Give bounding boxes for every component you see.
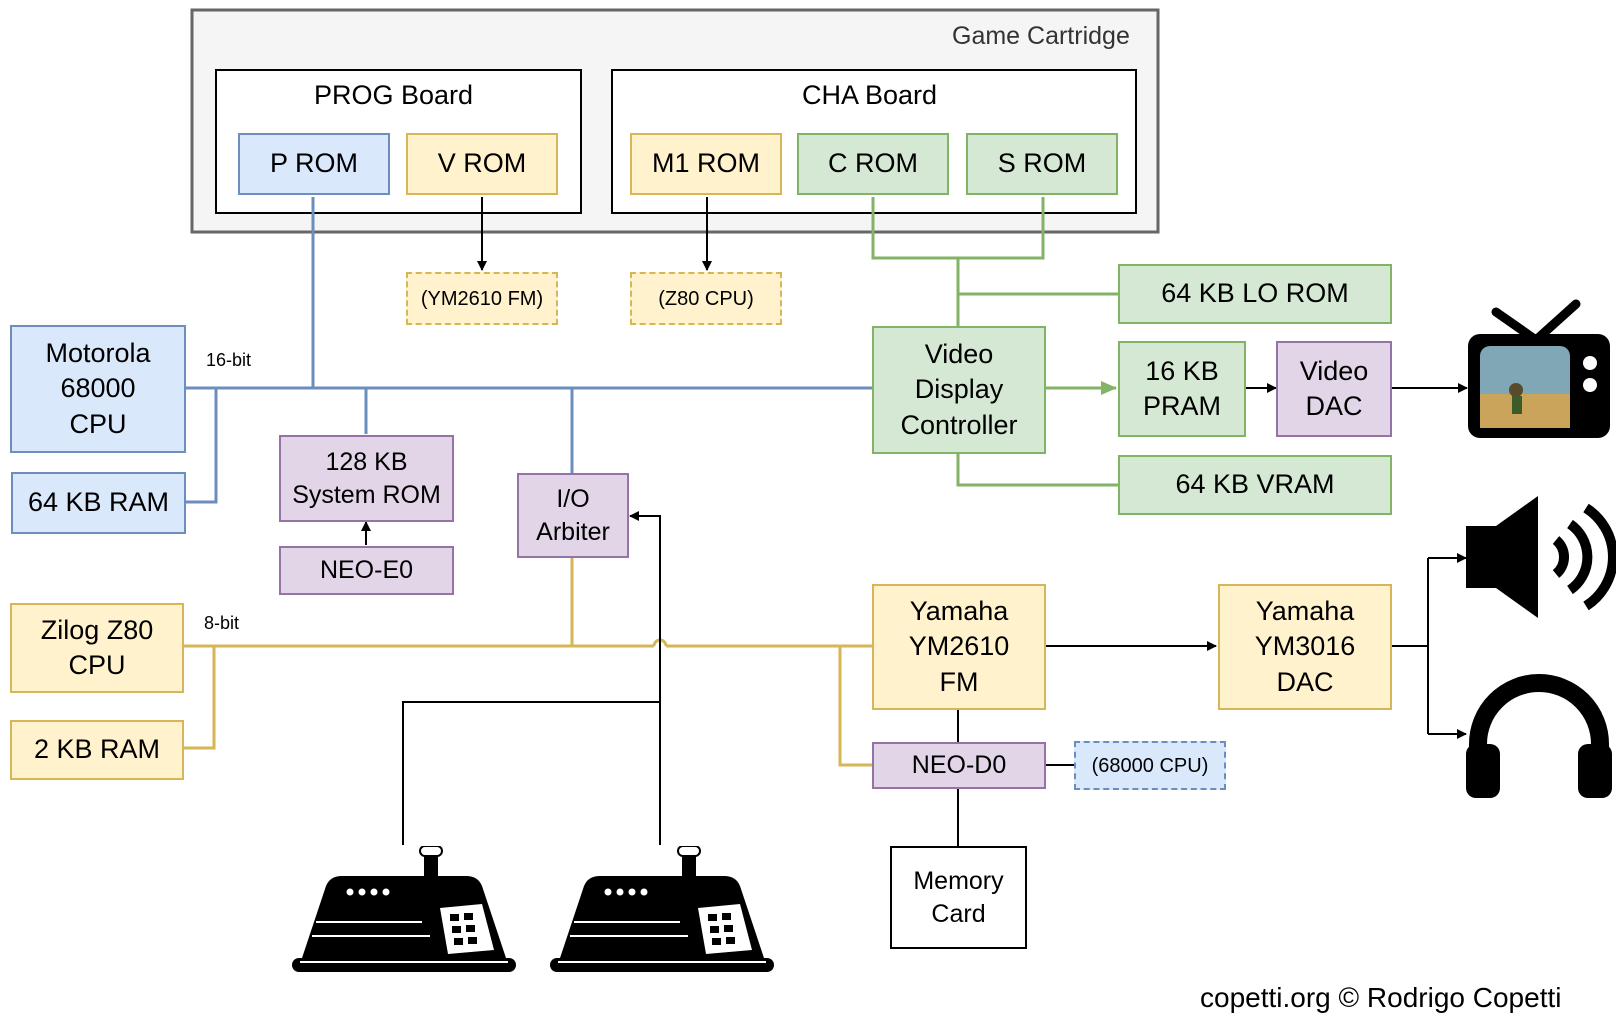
io-arbiter-line2: Arbiter <box>536 517 610 546</box>
cpu-name-line1: Motorola <box>45 338 151 369</box>
cpu-name-line3: CPU <box>69 408 127 439</box>
system-rom-line2: System ROM <box>292 480 441 509</box>
ym3016-line1: Yamaha <box>1255 596 1355 627</box>
p-rom-box: P ROM <box>238 133 390 195</box>
cpu68k-mapping-box: (68000 CPU) <box>1074 741 1226 790</box>
yamaha-ym3016-dac-box: Yamaha YM3016 DAC <box>1218 584 1392 710</box>
memory-card-line2: Card <box>931 899 986 928</box>
video-dac-line2: DAC <box>1305 391 1363 421</box>
neo-e0-box: NEO-E0 <box>279 546 454 595</box>
memory-card-line1: Memory <box>913 867 1004 895</box>
m1-rom-box: M1 ROM <box>630 133 782 195</box>
lo-rom-box: 64 KB LO ROM <box>1118 264 1392 324</box>
io-arbiter-box: I/O Arbiter <box>517 473 629 558</box>
pram-box: 16 KB PRAM <box>1118 341 1246 437</box>
sound-ram-box: 2 KB RAM <box>10 720 184 780</box>
io-arbiter-line1: I/O <box>556 485 590 513</box>
z80-line1: Zilog Z80 <box>40 614 154 645</box>
ym3016-line3: DAC <box>1276 666 1334 697</box>
cha-board-title: CHA Board <box>802 80 938 110</box>
motorola-68000-cpu-box: Motorola 68000 CPU <box>10 325 186 453</box>
vdc-line2: Display <box>914 374 1004 405</box>
neo-d0-box: NEO-D0 <box>872 742 1046 789</box>
pram-line2: PRAM <box>1142 391 1221 421</box>
video-dac-line1: Video <box>1299 355 1369 386</box>
arcade-controller-icon <box>550 846 774 972</box>
ym2610-mapping-box: (YM2610 FM) <box>406 272 558 325</box>
vram-box: 64 KB VRAM <box>1118 455 1392 515</box>
ym2610-line1: Yamaha <box>909 596 1009 627</box>
yamaha-ym2610-box: Yamaha YM2610 FM <box>872 584 1046 710</box>
headphones-icon <box>1466 674 1612 798</box>
zilog-z80-cpu-box: Zilog Z80 CPU <box>10 603 184 693</box>
vdc-line1: Video <box>924 339 994 370</box>
pram-line1: 16 KB <box>1145 355 1219 386</box>
bus-width-16bit-label: 16-bit <box>206 350 252 370</box>
credit-text: copetti.org © Rodrigo Copetti <box>1200 982 1562 1013</box>
z80-line2: CPU <box>68 650 126 680</box>
video-dac-box: Video DAC <box>1276 341 1392 437</box>
game-cartridge-title: Game Cartridge <box>952 22 1130 50</box>
s-rom-box: S ROM <box>966 133 1118 195</box>
c-rom-box: C ROM <box>797 133 949 195</box>
system-rom-line1: 128 KB <box>325 448 408 476</box>
arcade-controller-icon <box>292 846 516 972</box>
memory-card-box: Memory Card <box>890 846 1027 949</box>
cpu-name-line2: 68000 <box>60 373 136 404</box>
ym2610-line3: FM <box>939 666 979 697</box>
vdc-line3: Controller <box>900 409 1018 440</box>
v-rom-box: V ROM <box>406 133 558 195</box>
video-display-controller-box: Video Display Controller <box>872 326 1046 454</box>
main-ram-box: 64 KB RAM <box>11 472 186 534</box>
ym3016-line2: YM3016 <box>1254 631 1356 662</box>
z80-mapping-box: (Z80 CPU) <box>630 272 782 325</box>
prog-board-title: PROG Board <box>314 80 474 110</box>
ym2610-line2: YM2610 <box>908 631 1010 662</box>
bus-width-8bit-label: 8-bit <box>204 613 240 633</box>
system-rom-box: 128 KB System ROM <box>279 435 454 522</box>
tv-icon <box>1468 299 1610 438</box>
speaker-icon <box>1466 496 1616 618</box>
